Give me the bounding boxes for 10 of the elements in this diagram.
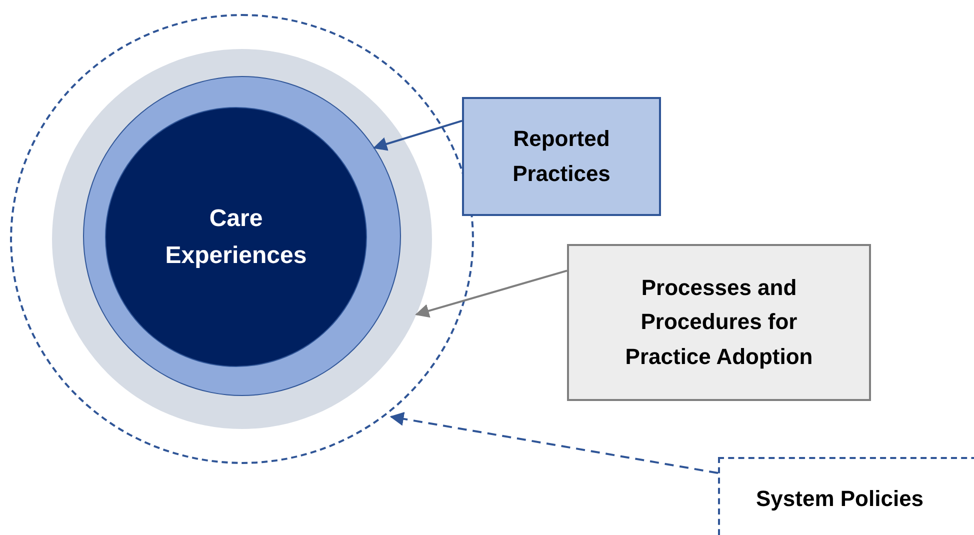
node-label: Reported Practices bbox=[512, 125, 612, 188]
arrow bbox=[390, 412, 718, 474]
node-label: Processes and Procedures for Practice Adoption bbox=[624, 274, 814, 371]
process-box bbox=[462, 97, 661, 216]
arrow bbox=[372, 120, 462, 151]
process-box bbox=[567, 244, 871, 401]
dashed-circle bbox=[10, 14, 474, 464]
node-label: Care Experiences bbox=[164, 204, 308, 271]
node-label: System Policies bbox=[756, 485, 924, 513]
arrow bbox=[415, 270, 568, 318]
